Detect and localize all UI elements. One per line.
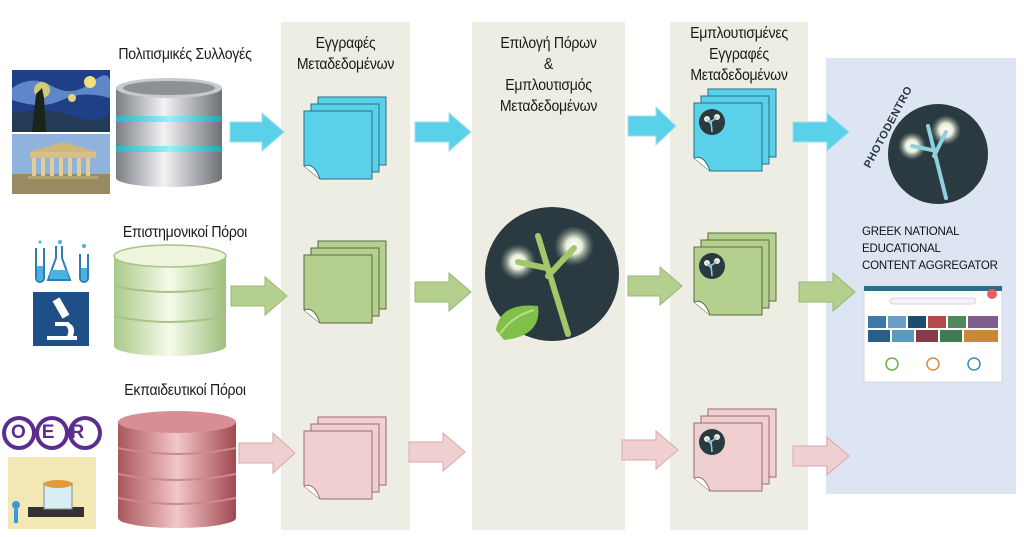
database-educational: [117, 411, 237, 528]
arrow-cyan-2: [414, 111, 472, 153]
acropolis-image: [12, 134, 110, 194]
aggregator-website-thumbnail: [863, 285, 1003, 383]
arrow-pink-4: [792, 435, 850, 477]
experiment-image: [8, 457, 96, 529]
oer-logo-text: OER: [11, 422, 101, 443]
metadata-docs-pink: [303, 416, 387, 500]
label-metadata-records: Εγγραφές Μεταδεδομένων: [296, 35, 395, 73]
arrow-green-4: [798, 271, 856, 313]
database-cultural: [116, 78, 222, 187]
arrow-green-3: [627, 265, 683, 307]
enrichment-logo-icon: [485, 207, 619, 341]
lab-flasks-icon: [35, 240, 89, 283]
label-scientific-resources: Επιστημονικοί Πόροι: [122, 224, 248, 241]
enriched-docs-green: [693, 232, 777, 316]
enriched-docs-cyan: [693, 88, 777, 172]
photodentro-logo-icon: [888, 104, 988, 204]
label-educational-resources: Εκπαιδευτικοί Πόροι: [124, 382, 246, 399]
database-scientific: [113, 244, 227, 356]
metadata-docs-cyan: [303, 96, 387, 180]
arrow-pink-2: [408, 431, 466, 473]
enriched-docs-pink: [693, 408, 777, 492]
oer-logo: [2, 416, 102, 450]
arrow-pink-3: [621, 429, 679, 471]
arrow-cyan-3: [627, 105, 677, 147]
label-selection-enrichment: Επιλογή Πόρων & Εμπλουτισμός Μεταδεδομέν…: [499, 35, 598, 115]
arrow-cyan-1: [229, 111, 285, 153]
microscope-icon: [33, 292, 89, 346]
arrow-green-1: [230, 275, 288, 317]
arrow-pink-1: [238, 431, 296, 475]
metadata-docs-green: [303, 240, 387, 324]
arrow-green-2: [414, 271, 472, 313]
starry-night-image: [12, 70, 111, 132]
aggregator-caption: GREEK NATIONAL EDUCATIONAL CONTENT AGGRE…: [862, 226, 998, 272]
arrow-cyan-4: [792, 111, 850, 153]
label-enriched-records: Εμπλουτισμένες Εγγραφές Μεταδεδομένων: [690, 25, 788, 84]
label-cultural-collections: Πολιτισμικές Συλλογές: [118, 46, 252, 63]
